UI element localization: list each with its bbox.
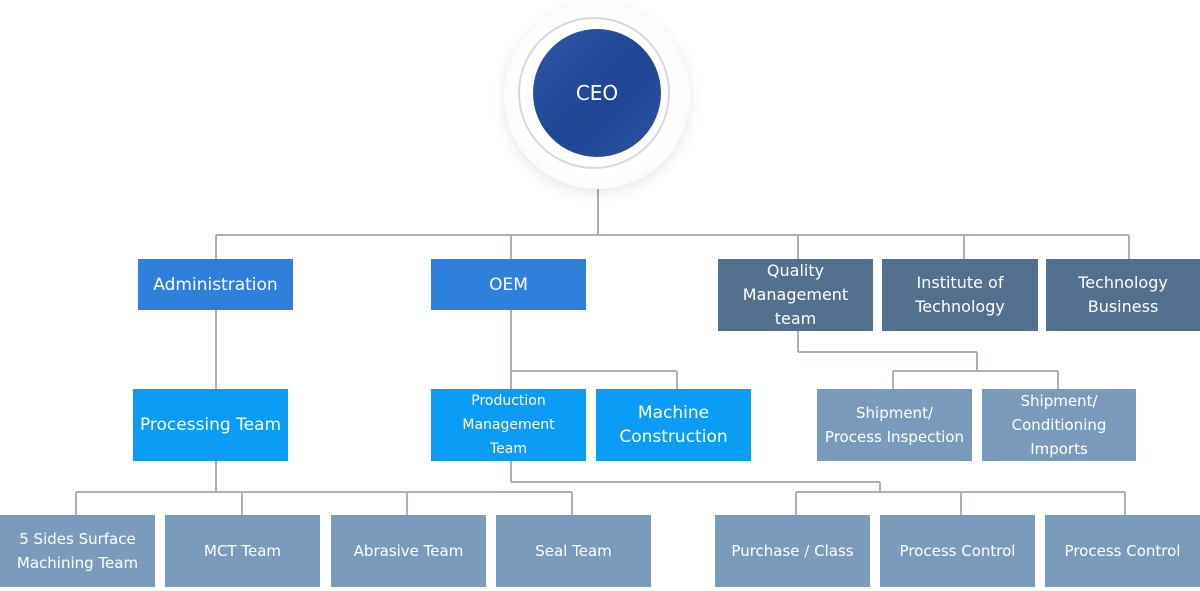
node-5-sides-surface-machining-team: 5 Sides Surface Machining Team	[0, 515, 155, 587]
node-processing-team: Processing Team	[133, 389, 288, 461]
node-technology-business: Technology Business	[1046, 259, 1200, 331]
node-shipment-process-inspection: Shipment/ Process Inspection	[817, 389, 972, 461]
node-oem: OEM	[431, 259, 586, 310]
ceo-node: CEO	[533, 29, 661, 157]
node-administration: Administration	[138, 259, 293, 310]
node-institute-of-technology: Institute of Technology	[882, 259, 1038, 331]
node-purchase-class: Purchase / Class	[715, 515, 870, 587]
node-machine-construction: Machine Construction	[596, 389, 751, 461]
node-process-control-1: Process Control	[880, 515, 1035, 587]
node-seal-team: Seal Team	[496, 515, 651, 587]
node-quality-management: Quality Management team	[718, 259, 873, 331]
node-process-control-2: Process Control	[1045, 515, 1200, 587]
node-production-management-team: Production Management Team	[431, 389, 586, 461]
node-shipment-conditioning-imports: Shipment/ Conditioning Imports	[982, 389, 1136, 461]
node-abrasive-team: Abrasive Team	[331, 515, 486, 587]
node-mct-team: MCT Team	[165, 515, 320, 587]
